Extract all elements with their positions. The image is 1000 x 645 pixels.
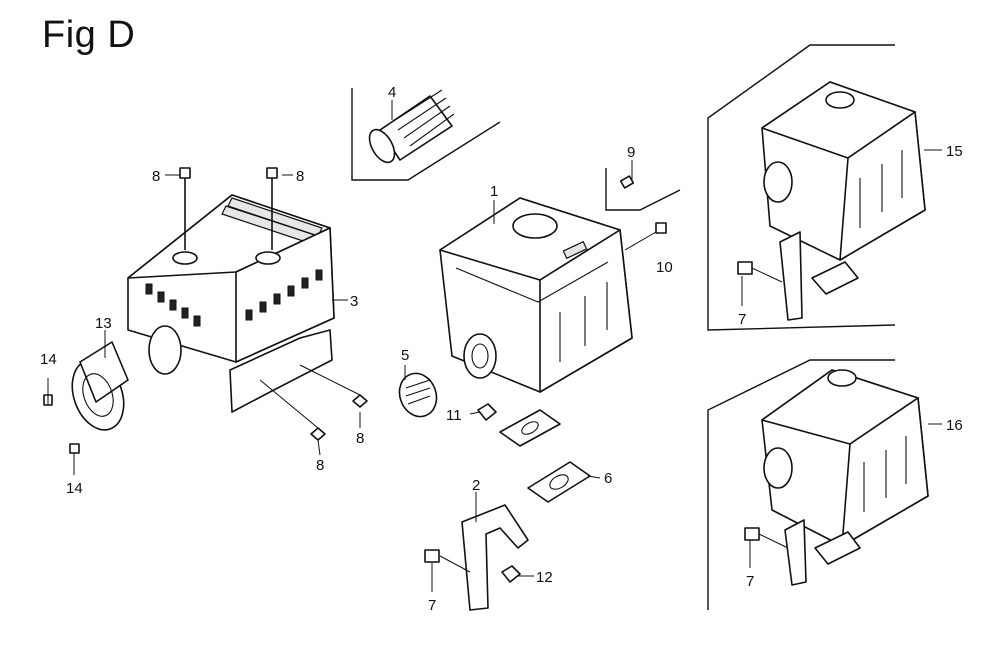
callout-3: 3 — [350, 293, 358, 310]
callout-7-lower-middle: 7 — [428, 597, 436, 614]
muffler-protector-part — [127, 194, 335, 413]
muffler-end-cap-part — [71, 341, 129, 431]
bolt-9-part — [619, 160, 635, 189]
inset-frame-part-15 — [707, 44, 896, 331]
callout-7-upper-right: 7 — [738, 311, 746, 328]
callout-2: 2 — [472, 477, 480, 494]
callout-13: 13 — [95, 315, 112, 332]
bolt-8-top-left — [179, 167, 191, 250]
bolt-10-part — [624, 222, 667, 251]
inset-frame-part-9 — [605, 168, 681, 211]
bracket-part — [461, 504, 529, 611]
screw-14-upper — [43, 378, 53, 406]
callout-9: 9 — [627, 144, 635, 161]
inset-frame-part-16 — [707, 359, 895, 610]
callout-8-right: 8 — [356, 430, 364, 447]
nut-12-part — [501, 565, 521, 583]
protector-vent-slots — [145, 269, 323, 327]
bolt-8-bottom-right — [299, 364, 368, 408]
muffler-assembly-16-part — [744, 369, 929, 586]
callout-14-lower: 14 — [66, 480, 83, 497]
callout-15: 15 — [946, 143, 963, 160]
callout-5: 5 — [401, 347, 409, 364]
callout-7-lower-right: 7 — [746, 573, 754, 590]
nut-11-part — [477, 403, 497, 421]
callout-8-top-left: 8 — [152, 168, 160, 185]
muffler-assembly-15-part — [737, 81, 926, 321]
muffler-cap-part — [398, 372, 438, 418]
gasket-6-part — [527, 461, 591, 503]
callout-1: 1 — [490, 183, 498, 200]
callout-12: 12 — [536, 569, 553, 586]
bolt-8-top-right — [266, 167, 278, 250]
callout-8-bottom: 8 — [316, 457, 324, 474]
callout-6: 6 — [604, 470, 612, 487]
spark-arrester-part — [368, 89, 455, 164]
gasket-lower-part — [499, 409, 561, 447]
screw-14-lower — [69, 443, 80, 475]
callout-10: 10 — [656, 259, 673, 276]
muffler-part — [439, 197, 633, 393]
inset-frame-part-4 — [351, 88, 501, 181]
figure-title: Fig D — [42, 14, 136, 56]
callout-16: 16 — [946, 417, 963, 434]
callout-4: 4 — [388, 84, 396, 101]
callout-11: 11 — [446, 407, 462, 424]
callout-8-top-right: 8 — [296, 168, 304, 185]
callout-14-upper: 14 — [40, 351, 57, 368]
